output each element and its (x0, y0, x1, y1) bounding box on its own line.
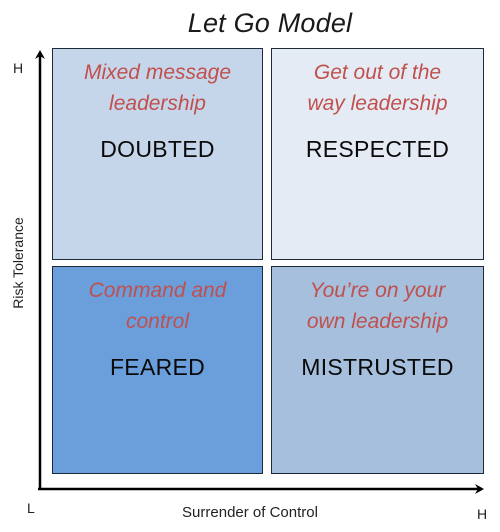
quadrant-respected: Get out of the way leadership RESPECTED (271, 48, 484, 260)
quadrant-caption: Command and control (88, 279, 227, 333)
x-axis-high-label: H (477, 506, 488, 522)
quadrant-feared: Command and control FEARED (52, 266, 263, 474)
x-axis-label: Surrender of Control (182, 504, 318, 521)
diagram-title: Let Go Model (187, 8, 353, 38)
quadrant-doubted: Mixed message leadership DOUBTED (52, 48, 263, 260)
quadrant-state: MISTRUSTED (301, 354, 454, 380)
y-axis-high-label: H (13, 60, 24, 76)
quadrant-mistrusted: You’re on your own leadership MISTRUSTED (271, 266, 484, 474)
quadrant-caption: Mixed message leadership (83, 61, 232, 115)
quadrant-state: FEARED (109, 354, 206, 380)
y-axis-label: Risk Tolerance (10, 217, 26, 309)
quadrant-state: RESPECTED (305, 136, 450, 162)
origin-label: L (27, 500, 35, 516)
quadrant-state: DOUBTED (100, 136, 215, 162)
quadrant-caption: You’re on your own leadership (306, 279, 449, 333)
quadrant-caption: Get out of the way leadership (307, 61, 448, 115)
